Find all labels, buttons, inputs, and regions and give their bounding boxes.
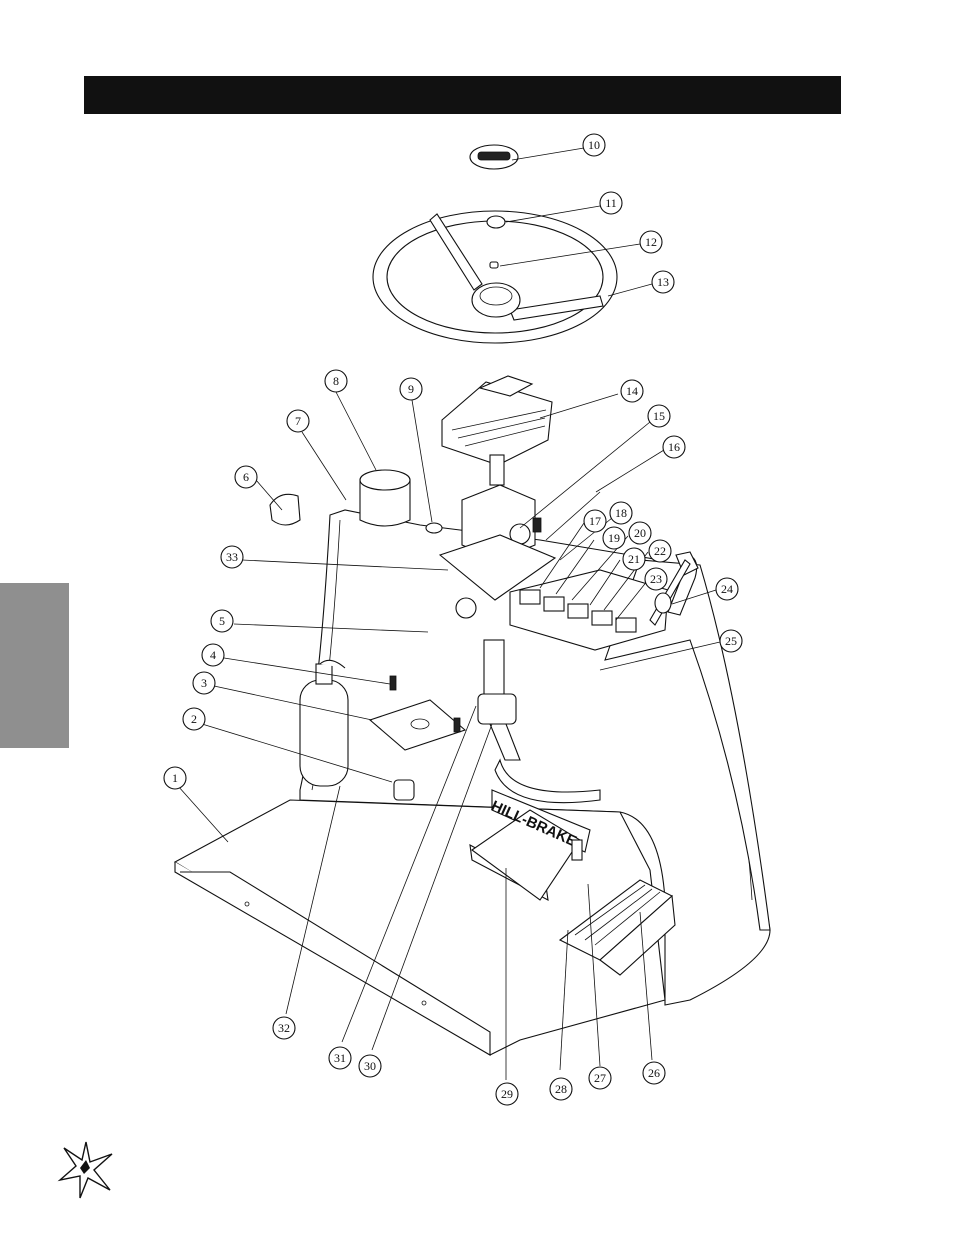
svg-text:29: 29 xyxy=(501,1087,513,1101)
callout-11: 11 xyxy=(599,191,623,215)
svg-text:12: 12 xyxy=(645,235,657,249)
callout-5: 5 xyxy=(210,609,234,633)
callout-26: 26 xyxy=(642,1061,666,1085)
callout-28: 28 xyxy=(549,1077,573,1101)
svg-text:4: 4 xyxy=(210,648,216,662)
mounting-bracket xyxy=(368,675,467,801)
svg-text:6: 6 xyxy=(243,470,249,484)
brake-pedal xyxy=(558,839,676,976)
gauge xyxy=(359,469,411,527)
callout-29: 29 xyxy=(495,1082,519,1106)
callout-1: 1 xyxy=(163,766,187,790)
callout-6: 6 xyxy=(234,465,258,489)
svg-text:33: 33 xyxy=(226,550,238,564)
callout-27: 27 xyxy=(588,1066,612,1090)
callout-15: 15 xyxy=(647,404,671,428)
svg-text:18: 18 xyxy=(615,506,627,520)
callout-32: 32 xyxy=(272,1016,296,1040)
svg-text:24: 24 xyxy=(721,582,733,596)
callout-7: 7 xyxy=(286,409,310,433)
key-switch xyxy=(425,522,443,534)
callout-21: 21 xyxy=(622,547,646,571)
svg-text:3: 3 xyxy=(201,676,207,690)
callout-30: 30 xyxy=(358,1054,382,1078)
svg-text:23: 23 xyxy=(650,572,662,586)
svg-text:20: 20 xyxy=(634,526,646,540)
side-bracket xyxy=(269,493,301,526)
svg-text:13: 13 xyxy=(657,275,669,289)
steering-gearbox xyxy=(438,454,557,601)
callout-18: 18 xyxy=(609,501,633,525)
svg-text:26: 26 xyxy=(648,1066,660,1080)
steering-cap xyxy=(469,144,519,170)
svg-text:31: 31 xyxy=(334,1051,346,1065)
callout-33: 33 xyxy=(220,545,244,569)
callout-17: 17 xyxy=(583,509,607,533)
steering-wheel xyxy=(372,210,618,344)
steering-column xyxy=(477,639,601,804)
svg-text:22: 22 xyxy=(654,544,666,558)
callout-2: 2 xyxy=(182,707,206,731)
callout-23: 23 xyxy=(644,567,668,591)
svg-text:27: 27 xyxy=(594,1071,606,1085)
star-burst-logo-icon xyxy=(57,1141,113,1199)
callout-9: 9 xyxy=(399,377,423,401)
callout-22: 22 xyxy=(648,539,672,563)
knob xyxy=(654,592,672,614)
callout-14: 14 xyxy=(620,379,644,403)
callout-24: 24 xyxy=(715,577,739,601)
callout-20: 20 xyxy=(628,521,652,545)
side-tab xyxy=(0,583,69,748)
callout-31: 31 xyxy=(328,1046,352,1070)
callout-13: 13 xyxy=(651,270,675,294)
svg-text:5: 5 xyxy=(219,614,225,628)
callout-16: 16 xyxy=(662,435,686,459)
svg-text:8: 8 xyxy=(333,374,339,388)
svg-text:30: 30 xyxy=(364,1059,376,1073)
svg-text:21: 21 xyxy=(628,552,640,566)
svg-text:16: 16 xyxy=(668,440,680,454)
steering-boot xyxy=(441,375,553,466)
callout-12: 12 xyxy=(639,230,663,254)
switch-panel xyxy=(509,569,669,651)
svg-text:17: 17 xyxy=(589,514,601,528)
svg-text:28: 28 xyxy=(555,1082,567,1096)
callout-10: 10 xyxy=(582,133,606,157)
callout-8: 8 xyxy=(324,369,348,393)
svg-text:32: 32 xyxy=(278,1021,290,1035)
callout-4: 4 xyxy=(201,643,225,667)
callout-19: 19 xyxy=(602,526,626,550)
svg-text:7: 7 xyxy=(295,414,301,428)
svg-text:25: 25 xyxy=(725,634,737,648)
leader-lines xyxy=(177,147,721,1080)
svg-text:11: 11 xyxy=(605,196,617,210)
svg-text:10: 10 xyxy=(588,138,600,152)
callout-3: 3 xyxy=(192,671,216,695)
svg-text:1: 1 xyxy=(172,771,178,785)
svg-text:2: 2 xyxy=(191,712,197,726)
svg-text:9: 9 xyxy=(408,382,414,396)
header-bar xyxy=(84,76,841,114)
svg-text:15: 15 xyxy=(653,409,665,423)
callout-25: 25 xyxy=(719,629,743,653)
svg-text:14: 14 xyxy=(626,384,638,398)
svg-text:19: 19 xyxy=(608,531,620,545)
